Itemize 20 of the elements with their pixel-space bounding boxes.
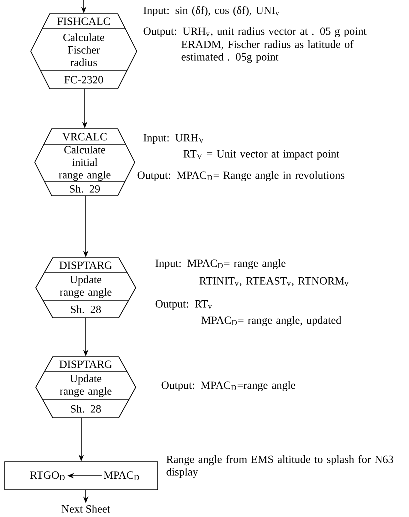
- label-text: Next Sheet: [62, 505, 110, 513]
- io-text: Input: sin (δf), cos (δf), UNI$_{v}$: [144, 6, 280, 17]
- io-text: Output: URH$_{v}$, unit radius vector at . 05 g point: [144, 27, 367, 38]
- process-box: [4, 462, 158, 490]
- io-text: Input: URH$_{V}$: [144, 134, 204, 144]
- io-text: MPAC$_{D}$= range angle, updated: [202, 316, 342, 326]
- io-text: RTINIT$_{v}$, RTEAST$_{v}$, RTNORM$_{v}$: [200, 277, 349, 286]
- io-text: ERADM, Fischer radius as latitude of estimated . 05g point: [182, 40, 354, 64]
- label-text: MPAC$_{D}$: [104, 472, 140, 480]
- io-text: Output: MPAC$_{D}$= Range angle in revolutions: [138, 171, 345, 182]
- io-text: Input: MPAC$_{D}$= range angle: [156, 259, 286, 270]
- label-text: RTGO$_{D}$: [30, 472, 65, 480]
- hexagon-box: DISPTARG Update range angle Sh. 28: [36, 258, 136, 318]
- io-text: Output: RT$_{v}$: [156, 300, 212, 310]
- io-text: RT$_{V}$ = Unit vector at impact point: [184, 150, 340, 160]
- hexagon-box: FISHCALC Calculate Fischer radius FC-2320: [30, 14, 138, 90]
- io-text: Output: MPAC$_{D}$=range angle: [162, 381, 296, 392]
- io-text: Range angle from EMS altitude to splash for N63 display: [166, 455, 394, 478]
- hexagon-box: DISPTARG Update range angle Sh. 28: [36, 356, 136, 418]
- hexagon-box: VRCALC Calculate initial range angle Sh. 29: [34, 128, 136, 196]
